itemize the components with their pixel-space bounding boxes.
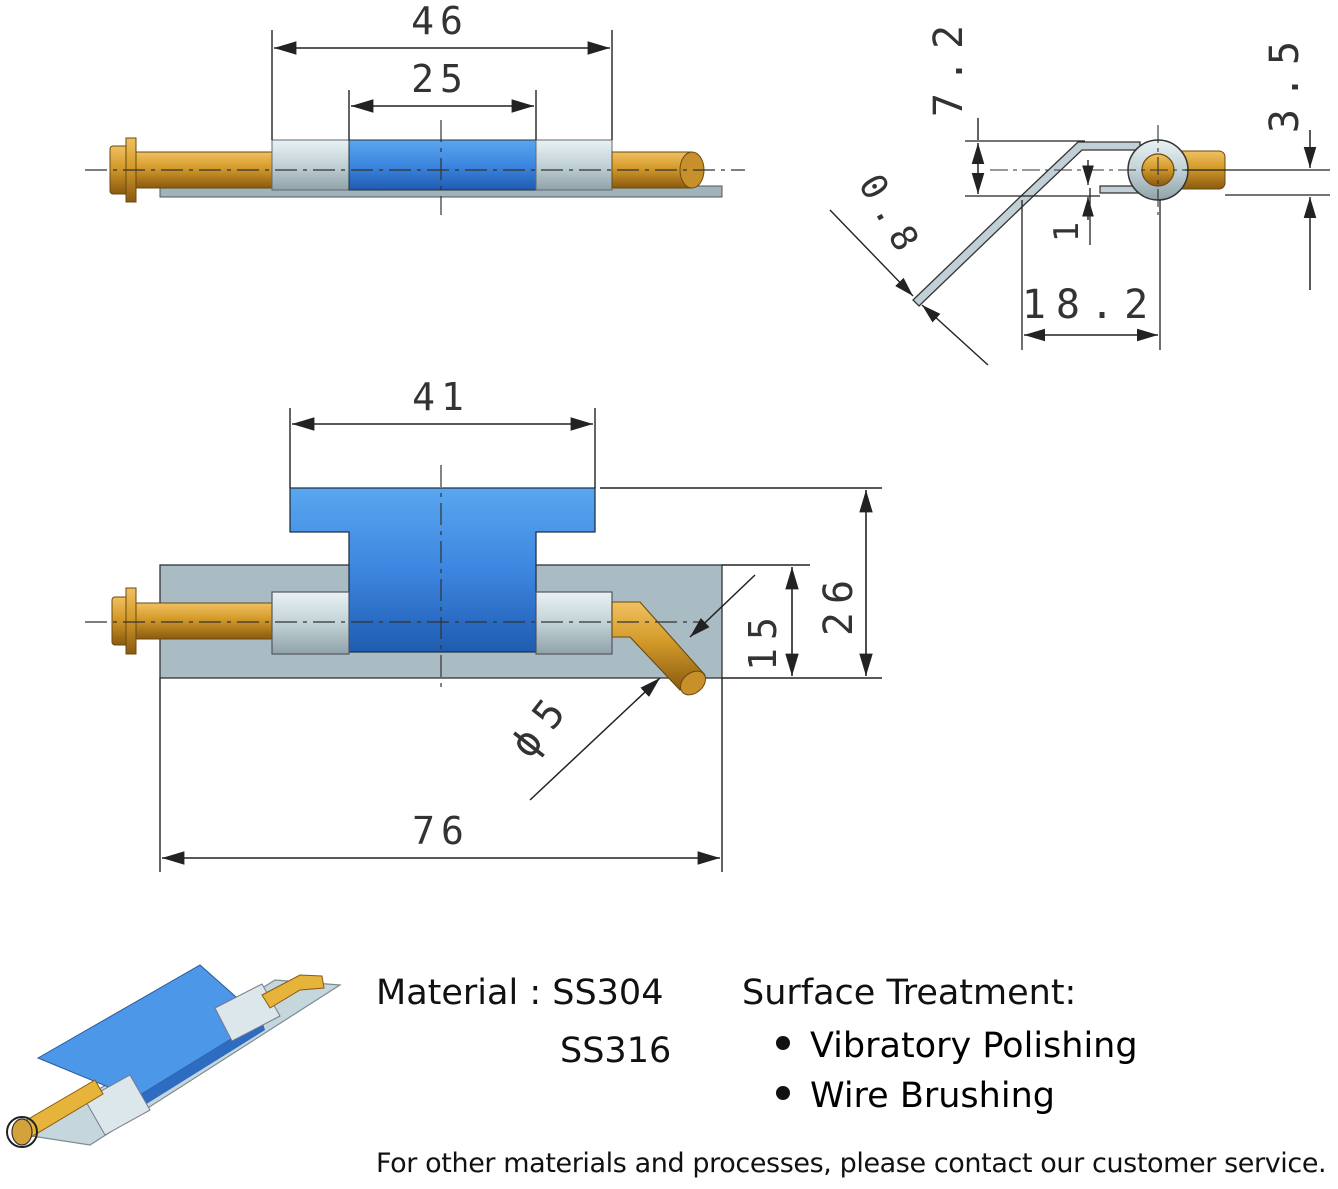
surface-treatment-list: Vibratory Polishing Wire Brushing [776,1024,1138,1124]
surface-item-label: Wire Brushing [810,1076,1055,1116]
surface-treatment-title: Surface Treatment: [742,973,1077,1013]
hinge-isometric-image [6,964,342,1148]
dim-side-pin-offset: 3.5 [1262,31,1308,133]
dim-side-width: 18.2 [1022,282,1158,328]
dim-plan-pin-diameter: ϕ5 [501,681,582,766]
surface-item: Vibratory Polishing [776,1024,1138,1074]
dim-top-center: 25 [411,57,469,101]
bullet-icon [776,1036,790,1050]
surface-item: Wire Brushing [776,1074,1138,1124]
dim-plan-base-height: 15 [741,609,785,671]
dim-plan-overall-length: 76 [412,809,470,853]
side-view: 7.2 3.5 0.8 1 18.2 [829,15,1330,366]
dim-plan-overall-height: 26 [816,572,862,636]
footer-note: For other materials and processes, pleas… [376,1148,1327,1179]
dim-side-thickness: 0.8 [850,167,930,265]
surface-item-label: Vibratory Polishing [810,1026,1138,1066]
bullet-icon [776,1086,790,1100]
dim-plan-leaf-width: 41 [412,375,470,419]
dim-side-gap: 1 [1047,222,1087,242]
plan-view: 41 26 15 ϕ5 76 [85,375,882,872]
material-alt: SS316 [560,1031,672,1071]
top-view: 46 25 [85,0,745,215]
dim-top-overall: 46 [411,0,469,43]
material-label: Material : SS304 [376,973,664,1013]
dim-side-height: 7.2 [926,15,972,117]
